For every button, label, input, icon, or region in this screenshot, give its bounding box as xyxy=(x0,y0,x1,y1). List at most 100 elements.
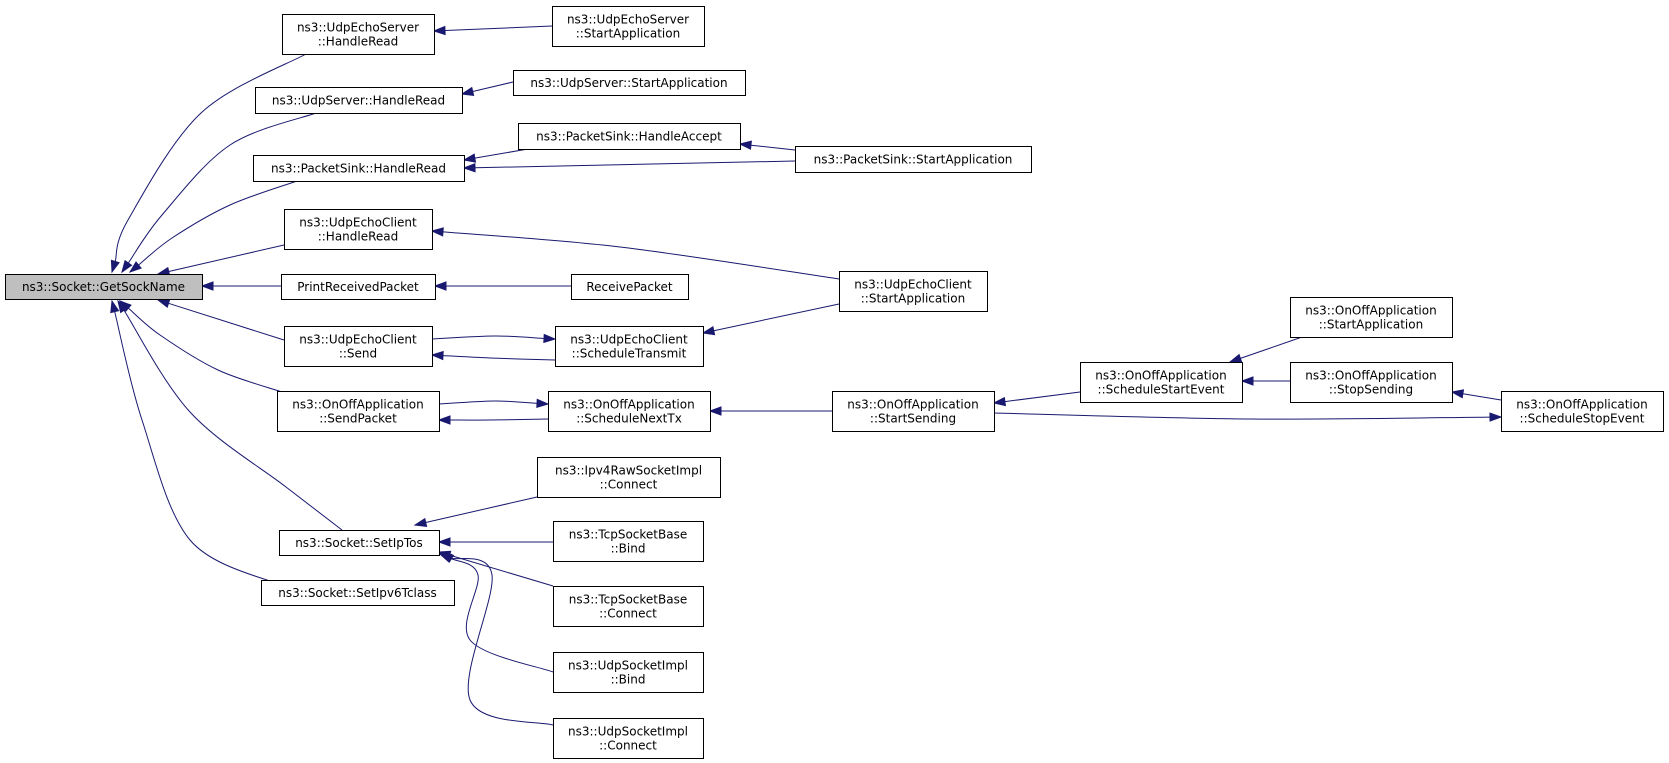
node-label: ReceivePacket xyxy=(586,280,673,294)
node-label: ns3::Socket::GetSockName xyxy=(22,280,185,294)
edge-line xyxy=(451,558,554,673)
node-label: ns3::PacketSink::HandleRead xyxy=(271,162,446,176)
edge-onoff-stopsending-to-onoff-schedulestartevent xyxy=(1240,376,1290,386)
node-udpserver-handleread[interactable]: ns3::UdpServer::HandleRead xyxy=(255,87,463,114)
node-udpserver-startapp[interactable]: ns3::UdpServer::StartApplication xyxy=(513,70,746,96)
node-udpsocketimpl-bind[interactable]: ns3::UdpSocketImpl::Bind xyxy=(553,652,704,693)
edge-line xyxy=(474,148,529,159)
node-onoff-startsending[interactable]: ns3::OnOffApplication::StartSending xyxy=(832,391,995,432)
edge-udpechoclient-startapp-to-udpechoclient-handleread xyxy=(430,227,840,280)
node-box xyxy=(255,87,463,114)
edge-packetsink-handleread-to-root xyxy=(128,180,298,273)
edge-onoff-sendpacket-to-root xyxy=(118,300,283,393)
node-label: ::StopSending xyxy=(1329,383,1413,397)
node-onoff-sendpacket[interactable]: ns3::OnOffApplication::SendPacket xyxy=(277,391,440,432)
node-udpechoclient-handleread[interactable]: ns3::UdpEchoClient::HandleRead xyxy=(284,209,433,250)
edge-line xyxy=(114,53,307,262)
node-packetsink-handleaccept[interactable]: ns3::PacketSink::HandleAccept xyxy=(518,123,741,150)
edge-arrowhead xyxy=(437,537,451,547)
node-label: ns3::UdpServer::StartApplication xyxy=(530,76,727,90)
node-udpechoserver-startapp[interactable]: ns3::UdpEchoServer::StartApplication xyxy=(552,6,705,47)
edge-onoff-startsending-to-onoff-schedulenexttx xyxy=(708,406,832,416)
edge-arrowhead xyxy=(536,398,550,409)
edge-arrowhead xyxy=(117,299,129,314)
node-udpsocketimpl-connect[interactable]: ns3::UdpSocketImpl::Connect xyxy=(553,718,704,759)
edge-ipv4raw-connect-to-socket-setiptos xyxy=(413,496,538,528)
edge-line xyxy=(444,25,553,32)
node-root[interactable]: ns3::Socket::GetSockName xyxy=(5,274,203,300)
node-tcpsocketbase-connect[interactable]: ns3::TcpSocketBase::Connect xyxy=(553,586,704,627)
node-box xyxy=(1080,362,1243,403)
edge-udpechoserver-handleread-to-root xyxy=(110,53,307,274)
node-packetsink-handleread[interactable]: ns3::PacketSink::HandleRead xyxy=(253,155,465,182)
node-label: ns3::UdpSocketImpl xyxy=(568,659,688,673)
edge-socket-setipv6tclass-to-root xyxy=(110,299,281,586)
edge-udpechoclient-send-to-udpechoclient-scheduletransmit xyxy=(431,333,557,344)
node-ipv4raw-connect[interactable]: ns3::Ipv4RawSocketImpl::Connect xyxy=(537,457,721,498)
edge-udpechoclient-startapp-to-udpechoclient-scheduletransmit xyxy=(701,303,840,336)
node-udpechoserver-handleread[interactable]: ns3::UdpEchoServer::HandleRead xyxy=(282,14,435,55)
edge-line xyxy=(450,557,554,726)
edge-line xyxy=(138,180,298,266)
edge-line xyxy=(127,112,317,264)
node-label: ::Bind xyxy=(611,673,646,687)
edge-arrowhead xyxy=(543,333,557,344)
node-label: ns3::Socket::SetIpv6Tclass xyxy=(278,586,437,600)
node-box xyxy=(253,155,465,182)
node-box xyxy=(553,718,704,759)
edge-onoff-startsending-to-onoff-schedulestopevent xyxy=(993,412,1503,422)
node-label: ns3::OnOffApplication xyxy=(563,398,694,412)
edge-line xyxy=(128,307,283,393)
node-packetsink-startapp[interactable]: ns3::PacketSink::StartApplication xyxy=(795,146,1032,173)
node-onoff-startapp[interactable]: ns3::OnOffApplication::StartApplication xyxy=(1290,297,1453,338)
edge-line xyxy=(449,418,549,421)
node-udpechoclient-scheduletransmit[interactable]: ns3::UdpEchoClient::ScheduleTransmit xyxy=(555,326,704,367)
node-box xyxy=(279,530,440,556)
edge-arrowhead xyxy=(1228,353,1243,363)
edge-socket-setiptos-to-root xyxy=(117,299,343,531)
node-udpechoclient-startapp[interactable]: ns3::UdpEchoClient::StartApplication xyxy=(839,271,988,312)
node-printreceivedpacket[interactable]: PrintReceivedPacket xyxy=(281,274,436,300)
node-label: ::ScheduleStartEvent xyxy=(1098,383,1225,397)
edge-line xyxy=(123,309,343,531)
node-label: ::ScheduleNextTx xyxy=(576,412,682,426)
node-label: ::HandleRead xyxy=(318,35,399,49)
edge-packetsink-handleaccept-to-packetsink-handleread xyxy=(462,148,529,163)
node-onoff-schedulestartevent[interactable]: ns3::OnOffApplication::ScheduleStartEven… xyxy=(1080,362,1243,403)
edge-arrowhead xyxy=(738,140,752,150)
node-receivepacket[interactable]: ReceivePacket xyxy=(571,274,689,300)
edge-arrowhead xyxy=(110,259,120,274)
edge-udpechoserver-startapp-to-udpechoserver-handleread xyxy=(432,25,553,36)
edge-onoff-schedulestartevent-to-onoff-startsending xyxy=(992,391,1081,407)
edge-arrowhead xyxy=(1240,376,1254,386)
node-box xyxy=(537,457,721,498)
edge-udpserver-startapp-to-udpserver-handleread xyxy=(460,81,514,96)
node-box xyxy=(281,274,436,300)
node-box xyxy=(1290,362,1453,403)
node-label: ns3::OnOffApplication xyxy=(1095,369,1226,383)
edge-onoff-schedulestopevent-to-onoff-stopsending xyxy=(1450,389,1502,401)
edge-line xyxy=(713,303,840,332)
node-socket-setiptos[interactable]: ns3::Socket::SetIpTos xyxy=(279,530,440,556)
edge-udpserver-handleread-to-root xyxy=(121,112,317,274)
edge-line xyxy=(442,355,556,361)
edge-line xyxy=(1240,335,1306,359)
node-label: ::StartApplication xyxy=(861,292,965,306)
node-onoff-stopsending[interactable]: ns3::OnOffApplication::StopSending xyxy=(1290,362,1453,403)
node-onoff-schedulestopevent[interactable]: ns3::OnOffApplication::ScheduleStopEvent xyxy=(1501,391,1664,432)
node-label: ns3::Socket::SetIpTos xyxy=(295,536,423,550)
node-udpechoclient-send[interactable]: ns3::UdpEchoClient::Send xyxy=(284,326,433,367)
node-socket-setipv6tclass[interactable]: ns3::Socket::SetIpv6Tclass xyxy=(261,580,455,606)
edge-arrowhead xyxy=(701,325,716,336)
edge-line xyxy=(1462,393,1502,401)
edge-udpsocketimpl-connect-to-socket-setiptos xyxy=(438,553,554,726)
node-label: ::ScheduleStopEvent xyxy=(1520,412,1645,426)
node-onoff-schedulenexttx[interactable]: ns3::OnOffApplication::ScheduleNextTx xyxy=(548,391,711,432)
node-box xyxy=(284,326,433,367)
node-tcpsocketbase-bind[interactable]: ns3::TcpSocketBase::Bind xyxy=(553,521,704,562)
edge-onoff-sendpacket-to-onoff-schedulenexttx xyxy=(438,398,550,409)
edge-udpechoclient-scheduletransmit-to-udpechoclient-send xyxy=(430,350,556,361)
edge-line xyxy=(1004,391,1081,403)
node-label: ::ScheduleTransmit xyxy=(572,347,687,361)
edge-arrowhead xyxy=(432,25,446,36)
